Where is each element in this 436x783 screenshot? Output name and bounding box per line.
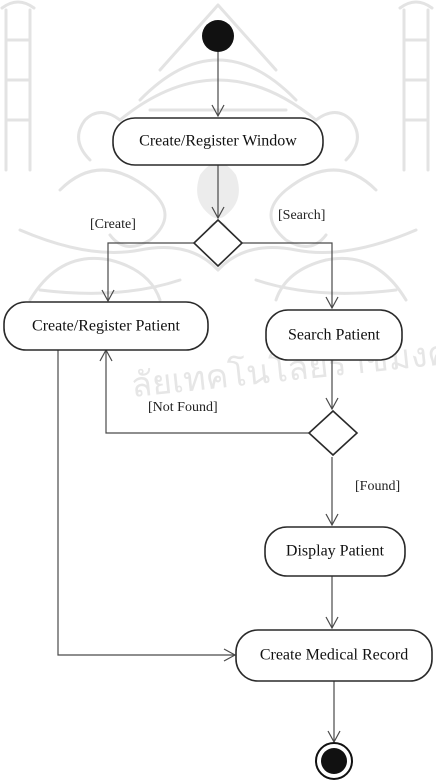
decision-found-or-not [307,409,359,457]
activity-search-patient-label: Search Patient [288,327,381,344]
activity-create-medical-record: Create Medical Record [235,629,433,682]
activity-display-patient-label: Display Patient [286,543,385,560]
activity-create-register-patient: Create/Register Patient [3,301,209,351]
activity-create-medical-record-label: Create Medical Record [260,647,408,664]
guard-search: [Search] [278,208,325,223]
activity-create-register-patient-label: Create/Register Patient [32,318,181,335]
initial-node [202,20,234,52]
guard-create: [Create] [90,217,136,232]
activity-search-patient: Search Patient [265,309,403,361]
final-node [315,742,353,780]
edge-not-found [99,348,310,434]
edge-decision-to-register [101,242,196,303]
activity-create-register-window-label: Create/Register Window [139,133,297,150]
edges [57,52,341,744]
edge-register-to-record [57,350,237,662]
guard-not-found: [Not Found] [148,400,218,415]
guard-found: [Found] [355,479,400,494]
activity-display-patient: Display Patient [264,526,406,577]
decision-create-or-search [192,218,244,268]
edge-decision-to-search [240,242,339,310]
activity-create-register-window: Create/Register Window [112,117,324,166]
